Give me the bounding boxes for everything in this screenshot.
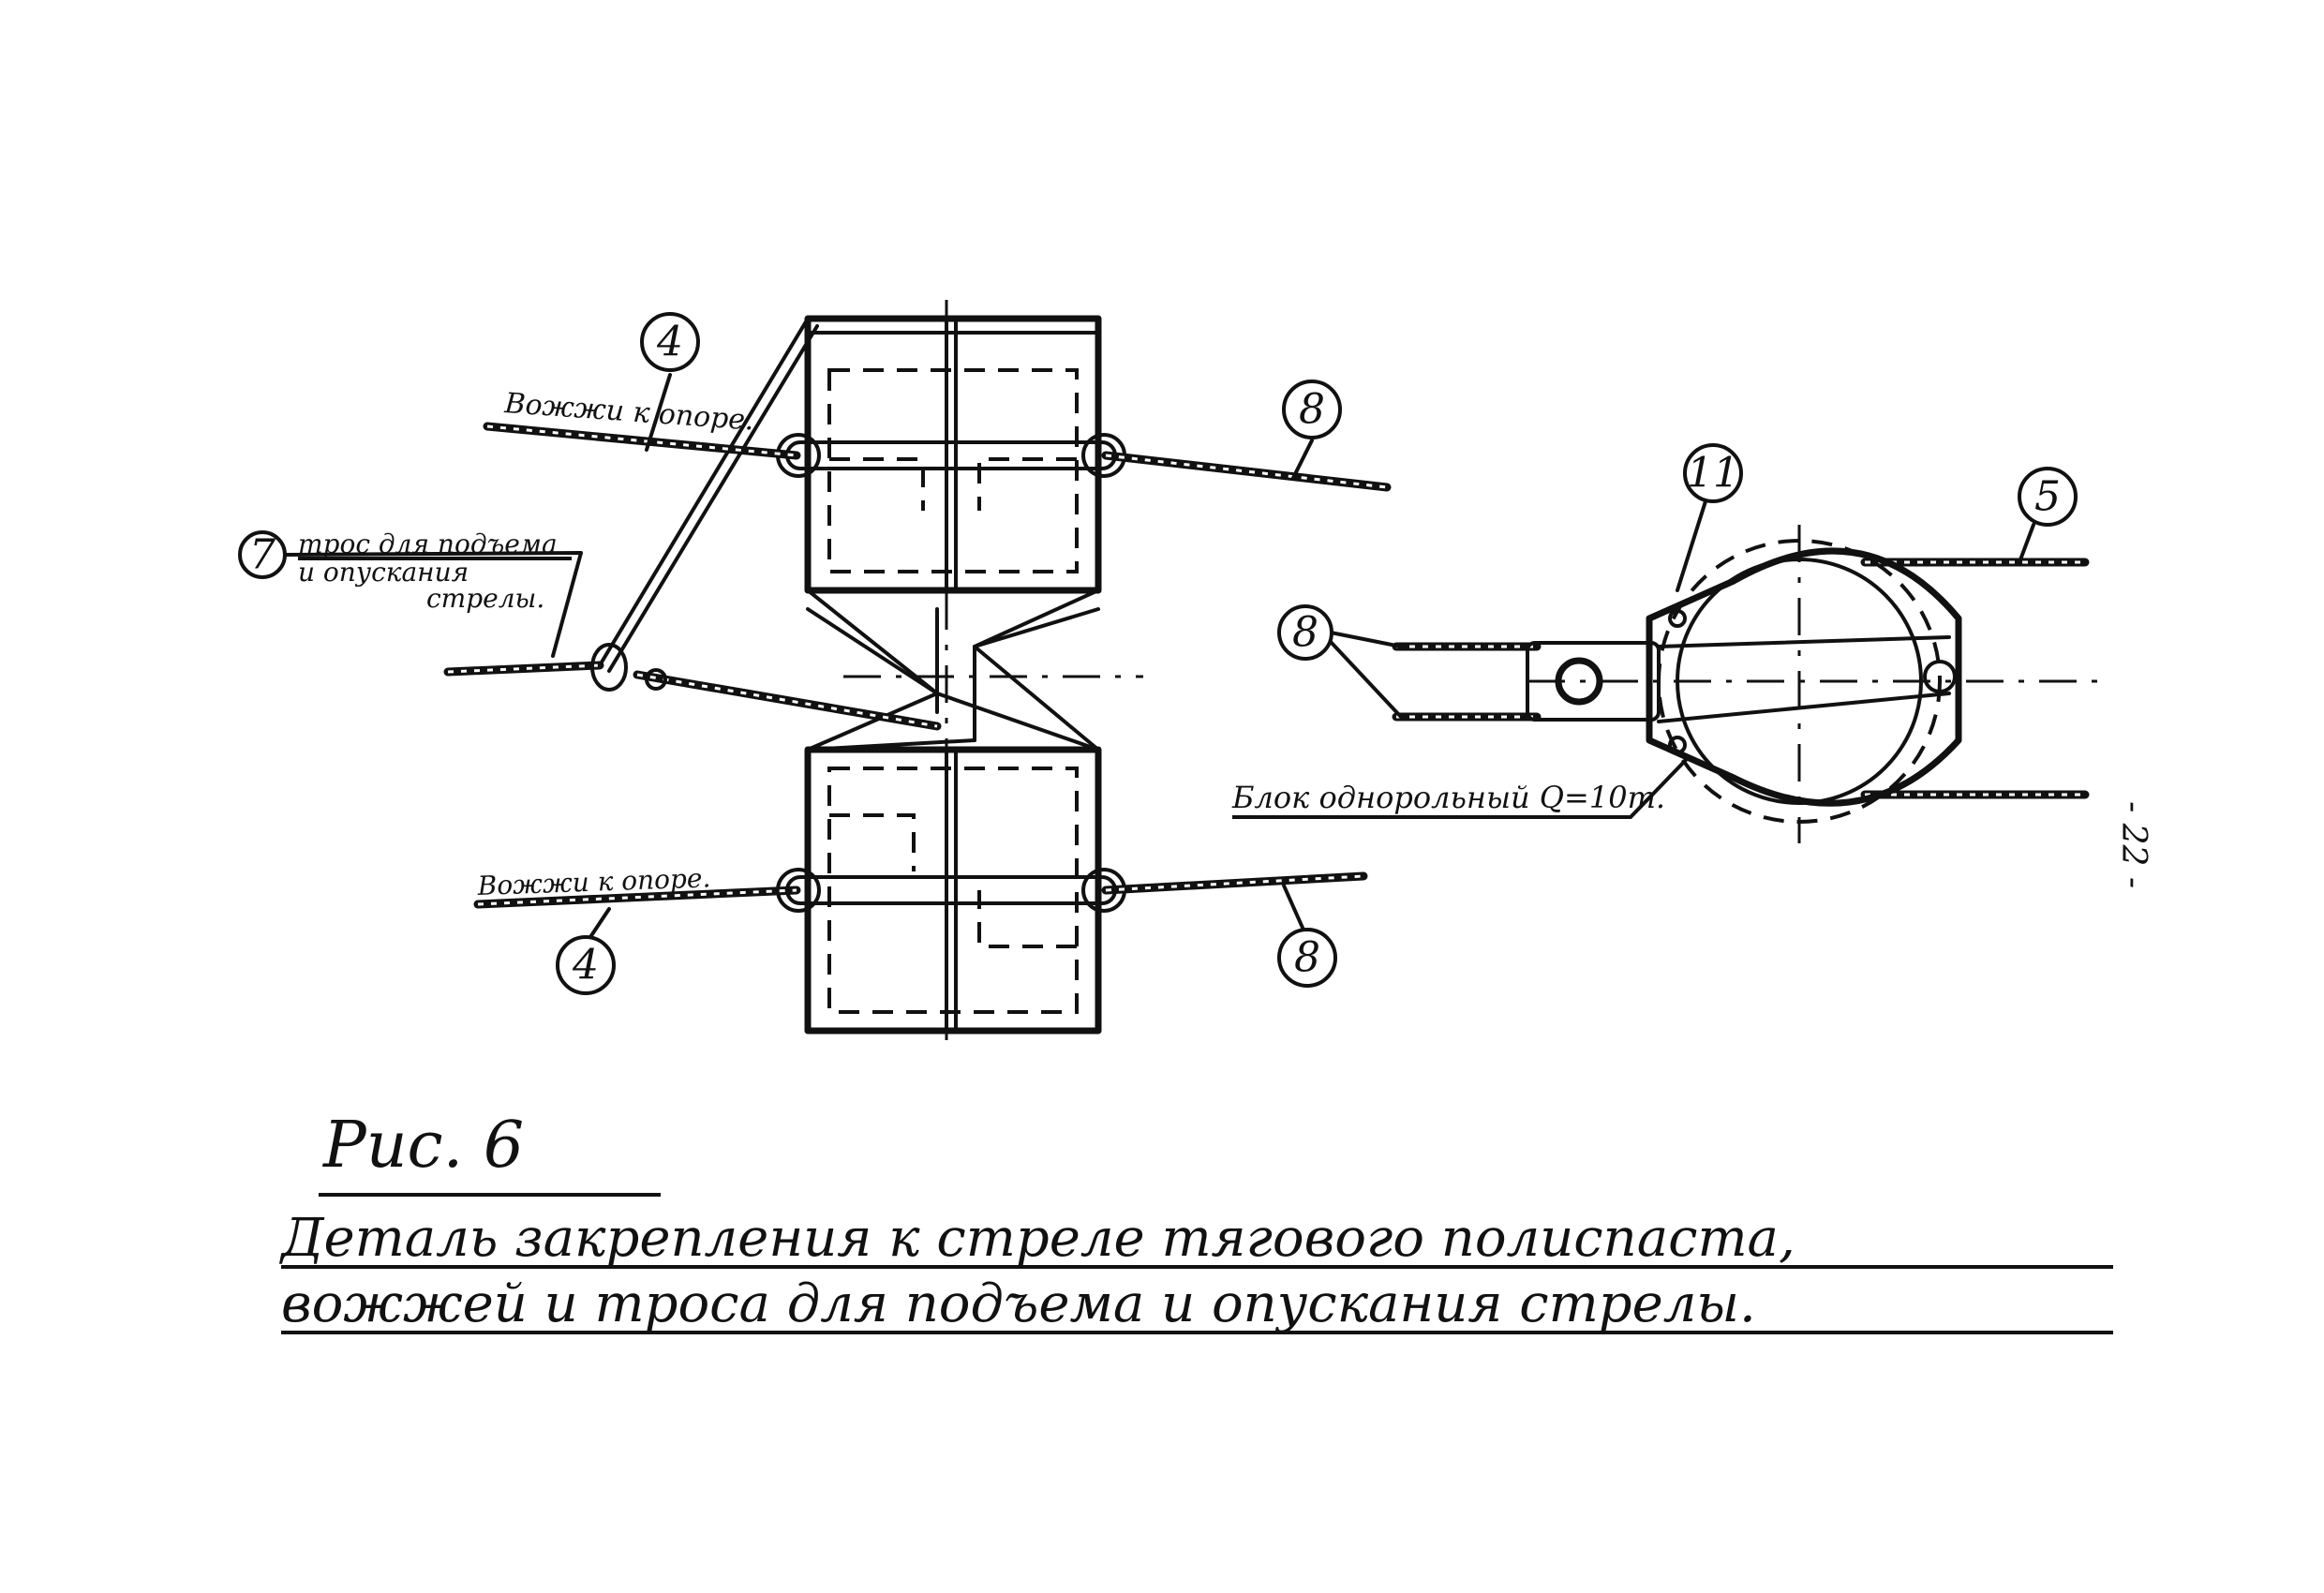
callout-8-right-top [1282, 380, 1342, 439]
callout-8-block-text: 8 [1292, 609, 1318, 657]
callout-5 [2018, 467, 2078, 527]
shackle [590, 643, 628, 692]
lifting-rope [443, 661, 604, 677]
upper-box-inner-dashed [827, 368, 1079, 573]
guy-ropes [443, 422, 1392, 909]
callout-8-right-top-text: 8 [1299, 386, 1325, 434]
clamp-bottom-band [785, 875, 1117, 905]
page-number: - 22 - [2114, 801, 2153, 888]
clamp-top-band [785, 440, 1117, 470]
label-block: Блок однорольный Q=10т. [1231, 780, 1665, 815]
callout-8-right-bottom-text: 8 [1294, 934, 1320, 982]
diagonal-rope [598, 317, 819, 673]
label-rope-line3: стрелы. [426, 583, 544, 614]
block-cheek [1646, 547, 1962, 807]
callout-4-bottom [556, 935, 616, 995]
label-rope-line2: и опускания [298, 557, 469, 588]
upper-box [804, 315, 1102, 594]
callout-4-top-text: 4 [656, 319, 683, 366]
caption-line1: Деталь закрепления к стреле тягового пол… [278, 1208, 1795, 1269]
lower-box [804, 746, 1102, 1035]
caption-fig: Рис. 6 [321, 1109, 524, 1183]
guy-rope-top-left [483, 422, 801, 460]
callout-8-block [1277, 604, 1333, 661]
guy-rope-bottom-right [1101, 871, 1368, 895]
callout-8-right-bottom [1277, 928, 1337, 988]
callouts: 4 8 7 4 8 8 11 5 [238, 312, 2078, 995]
lower-box-inner-dashed [827, 767, 1079, 1014]
caption-line2: вожжей и троса для подъема и опускания с… [281, 1273, 1756, 1334]
labels: Вожжи к опоре. трос для подъема и опуска… [298, 387, 2153, 901]
callout-11-text: 11 [1687, 450, 1739, 498]
guy-rope-top-right [1101, 451, 1392, 492]
label-rope-line1: трос для подъема [298, 529, 558, 559]
callout-7-text: 7 [249, 531, 276, 579]
callout-4-bottom-text: 4 [572, 942, 599, 990]
callout-5-text: 5 [2034, 473, 2061, 521]
callout-11 [1683, 443, 1743, 503]
block-pin [1923, 660, 1957, 693]
middle-connector [806, 607, 1100, 752]
callout-4-top [640, 312, 700, 372]
caption: Рис. 6 Деталь закрепления к стреле тягов… [278, 1109, 2113, 1334]
pulley-block [1392, 525, 2108, 843]
